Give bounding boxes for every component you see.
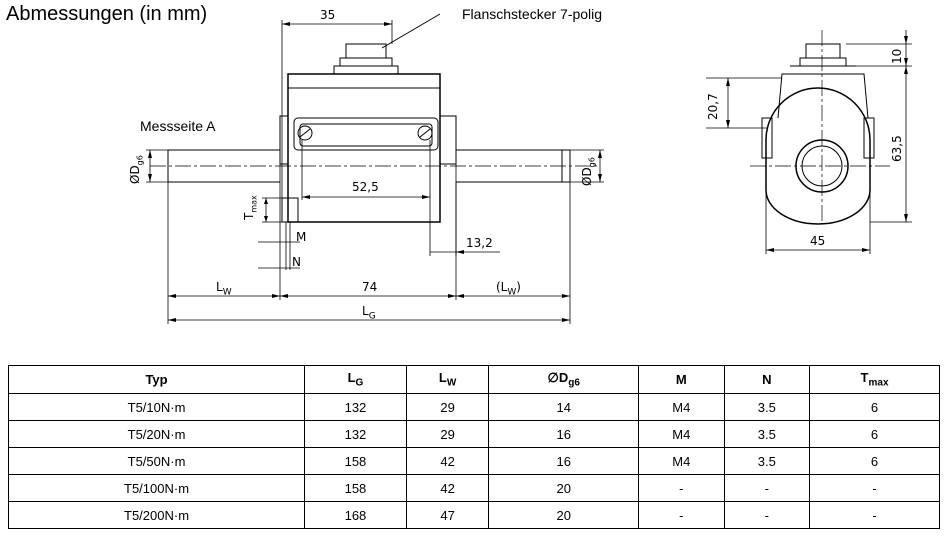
dim-dg6-left: ØDg6 (128, 155, 145, 184)
measuring-side-label: Messseite A (140, 118, 216, 134)
dim-lw-left: LW (216, 280, 232, 298)
cell-lw: 29 (405, 420, 490, 448)
table-row: T5/100N·m 158 42 20 - - - (7, 474, 940, 502)
cell-typ: T5/20N·m (7, 420, 306, 448)
cell-lg: 132 (304, 420, 407, 448)
cell-lw: 29 (405, 393, 490, 421)
dim-n: N (292, 255, 301, 269)
cell-lg: 132 (304, 393, 407, 421)
table-header-row: Typ LG LW ∅Dg6 M N Tmax (7, 365, 940, 394)
cell-tmax: - (809, 474, 940, 502)
cell-lw: 47 (405, 501, 490, 529)
cell-lg: 168 (304, 501, 407, 529)
cell-m: - (638, 474, 725, 502)
cell-m: - (638, 501, 725, 529)
cell-m: M4 (638, 393, 725, 421)
page-title: Abmessungen (in mm) (6, 3, 208, 25)
cell-lg: 158 (304, 474, 407, 502)
cell-tmax: 6 (809, 393, 940, 421)
connector-label: Flanschstecker 7-polig (462, 6, 603, 22)
header-tmax: Tmax (809, 365, 940, 394)
cell-n: 3.5 (723, 447, 811, 475)
header-m: M (638, 365, 725, 394)
dim-lw-right: (LW) (496, 280, 521, 298)
cell-n: 3.5 (723, 393, 811, 421)
cell-typ: T5/50N·m (7, 447, 306, 475)
dimensions-table: Typ LG LW ∅Dg6 M N Tmax T5/10N·m 132 29 … (7, 365, 940, 529)
cell-dg6: 16 (488, 447, 640, 475)
sensor-housing (279, 73, 457, 223)
dim-m: M (296, 230, 307, 244)
cell-m: M4 (638, 420, 725, 448)
cell-lw: 42 (405, 474, 490, 502)
header-dg6: ∅Dg6 (488, 365, 640, 394)
cell-n: - (723, 474, 811, 502)
header-n: N (723, 365, 811, 394)
cell-typ: T5/100N·m (7, 474, 306, 502)
cell-dg6: 16 (488, 420, 640, 448)
header-typ: Typ (7, 365, 306, 394)
cell-dg6: 20 (488, 474, 640, 502)
header-lg: LG (304, 365, 407, 394)
cell-m: M4 (638, 447, 725, 475)
cell-tmax: 6 (809, 420, 940, 448)
dim-lg: LG (362, 304, 376, 322)
dim-74: 74 (362, 280, 378, 294)
table-row: T5/50N·m 158 42 16 M4 3.5 6 (7, 447, 940, 475)
cell-typ: T5/200N·m (7, 501, 306, 529)
cell-lw: 42 (405, 447, 490, 475)
dim-52-5: 52,5 (352, 180, 379, 194)
cell-dg6: 20 (488, 501, 640, 529)
dim-tmax: Tmax (242, 195, 259, 220)
dim-45: 45 (810, 234, 826, 248)
cell-dg6: 14 (488, 393, 640, 421)
table-row: T5/200N·m 168 47 20 - - - (7, 501, 940, 529)
cell-n: - (723, 501, 811, 529)
cell-lg: 158 (304, 447, 407, 475)
cell-tmax: - (809, 501, 940, 529)
cell-tmax: 6 (809, 447, 940, 475)
cell-n: 3.5 (723, 420, 811, 448)
header-lw: LW (405, 365, 490, 394)
dim-10: 10 (890, 48, 904, 64)
front-view (750, 30, 890, 225)
cell-typ: T5/10N·m (7, 393, 306, 421)
dim-20-7: 20,7 (706, 93, 720, 120)
table-row: T5/20N·m 132 29 16 M4 3.5 6 (7, 420, 940, 448)
dim-13-2: 13,2 (466, 236, 493, 250)
shafts (167, 149, 571, 183)
technical-drawing (146, 13, 912, 324)
dim-dg6-right: ØDg6 (580, 157, 597, 186)
dim-63-5: 63,5 (890, 135, 904, 162)
table-row: T5/10N·m 132 29 14 M4 3.5 6 (7, 393, 940, 421)
dim-35: 35 (320, 8, 336, 22)
